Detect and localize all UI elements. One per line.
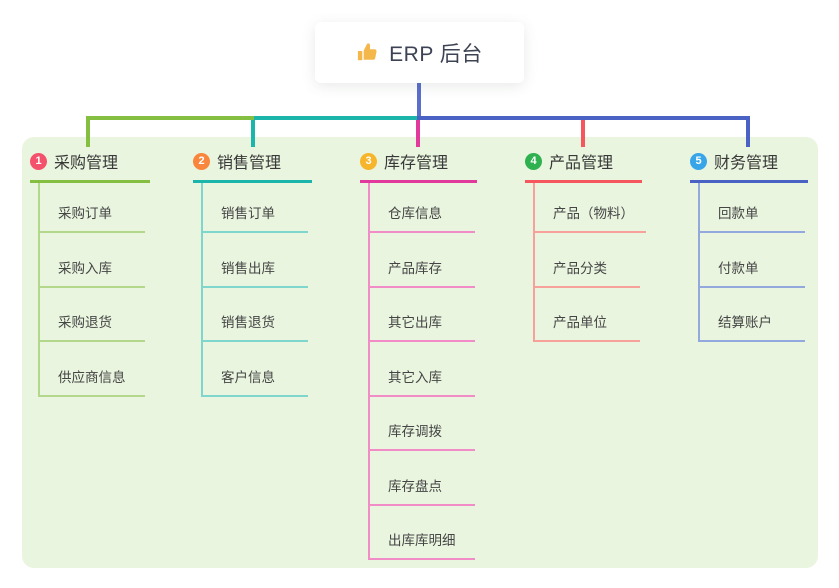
child-node[interactable]: 出库库明细 — [370, 506, 475, 560]
branch-2: 2 销售管理销售订单销售出库销售退货客户信息 — [193, 149, 312, 397]
child-node[interactable]: 产品单位 — [535, 288, 640, 342]
branch-children: 销售订单销售出库销售退货客户信息 — [201, 183, 312, 397]
branch-1: 1 采购管理采购订单采购入库采购退货供应商信息 — [30, 149, 150, 397]
child-node[interactable]: 采购订单 — [40, 183, 145, 233]
child-node-label: 付款单 — [718, 260, 759, 276]
root-node[interactable]: ERP 后台 — [315, 22, 524, 83]
child-node[interactable]: 供应商信息 — [40, 342, 145, 397]
branch-5: 5 财务管理回款单付款单结算账户 — [690, 149, 808, 342]
child-node-label: 销售退货 — [221, 315, 275, 330]
branch-label: 产品管理 — [549, 155, 614, 172]
branch-number-badge: 1 — [30, 152, 47, 170]
branch-children: 产品（物料） 产品分类产品单位 — [533, 183, 646, 342]
child-node-label: 采购订单 — [58, 206, 112, 221]
child-node-label: 出库库明细 — [388, 533, 456, 548]
child-node-label: 其它出库 — [388, 315, 442, 330]
connector-segment-2 — [254, 116, 417, 120]
child-node[interactable]: 销售出库 — [203, 233, 308, 288]
connector-segment-3 — [417, 116, 750, 120]
child-node-label: 库存盘点 — [388, 478, 442, 494]
branch-number-badge: 4 — [525, 152, 542, 170]
branch-node-2[interactable]: 2 销售管理 — [193, 149, 312, 183]
child-node-label: 产品分类 — [553, 260, 607, 276]
branch-label: 采购管理 — [54, 155, 119, 172]
child-node[interactable]: 产品库存 — [370, 233, 475, 288]
child-node-label: 销售出库 — [221, 260, 275, 276]
connector-segment-1 — [86, 116, 255, 120]
child-node-label: 库存调拨 — [388, 424, 442, 439]
branch-label: 销售管理 — [217, 155, 282, 172]
child-node[interactable]: 结算账户 — [700, 288, 805, 342]
root-drop-line — [417, 83, 421, 116]
child-node-label: 仓库信息 — [388, 206, 442, 221]
thumbs-up-icon — [358, 43, 377, 61]
branch-label: 库存管理 — [384, 155, 449, 172]
branch-drop-line-1 — [86, 120, 90, 147]
branch-node-3[interactable]: 3 库存管理 — [360, 149, 477, 183]
child-node[interactable]: 回款单 — [700, 183, 805, 233]
branch-label: 财务管理 — [714, 155, 779, 172]
branch-number-badge: 5 — [690, 152, 707, 170]
child-node-label: 产品库存 — [388, 260, 442, 276]
branch-number-badge: 3 — [360, 152, 377, 170]
child-node-label: 客户信息 — [221, 369, 275, 385]
branch-node-5[interactable]: 5 财务管理 — [690, 149, 808, 183]
child-node[interactable]: 销售退货 — [203, 288, 308, 342]
branch-drop-line-3 — [416, 120, 420, 147]
branch-children: 采购订单采购入库采购退货供应商信息 — [38, 183, 150, 397]
mindmap-canvas-panel — [22, 137, 818, 568]
branch-number-badge: 2 — [193, 152, 210, 170]
child-node[interactable]: 产品分类 — [535, 233, 640, 288]
branch-children: 仓库信息产品库存其它出库其它入库库存调拨库存盘点出库库明细 — [368, 183, 477, 560]
branch-3: 3 库存管理仓库信息产品库存其它出库其它入库库存调拨库存盘点出库库明细 — [360, 149, 477, 560]
child-node[interactable]: 采购入库 — [40, 233, 145, 288]
branch-drop-line-4 — [581, 120, 585, 147]
branch-4: 4 产品管理产品（物料） 产品分类产品单位 — [525, 149, 646, 342]
child-node[interactable]: 付款单 — [700, 233, 805, 288]
child-node[interactable]: 其它出库 — [370, 288, 475, 342]
child-node[interactable]: 采购退货 — [40, 288, 145, 342]
child-node-label: 供应商信息 — [58, 369, 126, 385]
root-node-label: ERP 后台 — [389, 42, 483, 66]
child-node-label: 销售订单 — [221, 206, 275, 221]
branch-node-1[interactable]: 1 采购管理 — [30, 149, 150, 183]
child-node[interactable]: 库存调拨 — [370, 397, 475, 451]
child-node[interactable]: 产品（物料） — [535, 183, 646, 233]
child-node[interactable]: 仓库信息 — [370, 183, 475, 233]
child-node-label: 其它入库 — [388, 369, 442, 385]
child-node[interactable]: 其它入库 — [370, 342, 475, 397]
branch-drop-line-5 — [746, 120, 750, 147]
child-node-label: 采购退货 — [58, 315, 112, 330]
child-node-label: 产品单位 — [553, 315, 607, 330]
child-node-label: 回款单 — [718, 206, 759, 221]
child-node[interactable]: 客户信息 — [203, 342, 308, 397]
branch-children: 回款单付款单结算账户 — [698, 183, 808, 342]
child-node-label: 结算账户 — [718, 315, 772, 330]
child-node-label: 产品（物料） — [553, 206, 634, 221]
branch-node-4[interactable]: 4 产品管理 — [525, 149, 642, 183]
child-node[interactable]: 销售订单 — [203, 183, 308, 233]
branch-drop-line-2 — [251, 120, 255, 147]
child-node-label: 采购入库 — [58, 260, 112, 276]
child-node[interactable]: 库存盘点 — [370, 451, 475, 506]
